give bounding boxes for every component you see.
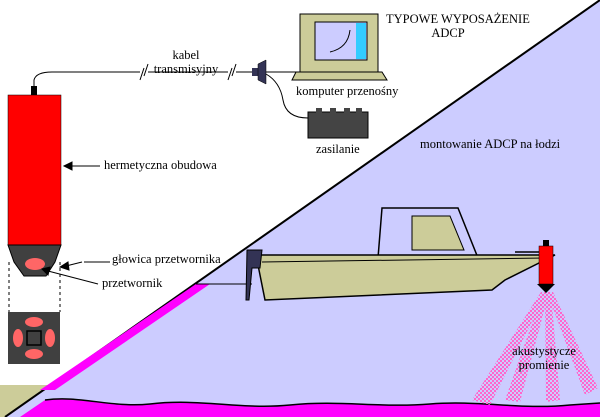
cable-connector — [252, 59, 267, 85]
beam-3 — [545, 292, 560, 402]
face-element-right — [45, 329, 55, 347]
title-line-1: TYPOWE WYPOSAŻENIE — [386, 12, 530, 26]
beams-label-line-2: promienie — [518, 358, 570, 373]
beam-4 — [547, 292, 598, 395]
boat-hull — [255, 254, 556, 301]
beams-label: akustystycze promienie — [502, 344, 586, 373]
laptop-screen-curve — [329, 29, 351, 53]
transducer-face-view — [8, 312, 60, 364]
beams-label-line-1: akustystycze — [512, 344, 576, 358]
title-label: TYPOWE WYPOSAŻENIE ADCP — [386, 12, 530, 41]
laptop-screen-bar — [356, 23, 366, 59]
boat-deck-line — [261, 257, 546, 263]
cable-label-line-1: kabel — [172, 48, 200, 62]
transducer-label: przetwornik — [102, 276, 163, 290]
boat-mount-label: montowanie ADCP na łodzi — [420, 137, 561, 151]
power-cable — [265, 73, 309, 119]
beam-2 — [505, 292, 549, 402]
transducer-head-label: głowica przetwornika — [112, 252, 221, 266]
boat-adcp-head — [537, 284, 555, 293]
face-element-bottom — [25, 349, 43, 359]
battery — [307, 108, 369, 139]
transmission-cable — [33, 63, 252, 86]
housing-label: hermetyczna obudowa — [104, 158, 217, 172]
face-center — [26, 330, 42, 346]
boat-adcp-top — [543, 240, 549, 246]
boat-adcp — [515, 240, 555, 293]
adcp-unit — [7, 86, 62, 312]
outboard-motor — [245, 249, 263, 301]
adcp-housing — [7, 94, 62, 246]
cable-label: kabel transmisyjny — [146, 48, 226, 77]
beam-1 — [472, 292, 547, 405]
transducer-element — [25, 258, 45, 270]
laptop-label: komputer przenośny — [296, 84, 399, 98]
boat-adcp-body — [538, 245, 554, 285]
acoustic-beams — [472, 292, 598, 405]
cable-break-2 — [227, 63, 237, 81]
boat — [245, 207, 556, 301]
seabed-line — [44, 398, 600, 408]
face-element-left — [13, 329, 23, 347]
laptop-base — [291, 71, 388, 81]
shore-slope — [40, 284, 210, 390]
cable-break-1 — [139, 63, 149, 81]
laptop — [291, 13, 388, 81]
label-arrows — [41, 161, 110, 285]
title-line-2: ADCP — [431, 26, 465, 41]
face-element-top — [25, 317, 43, 327]
cable-label-line-2: transmisyjny — [153, 62, 219, 77]
power-label: zasilanie — [316, 142, 360, 156]
cabin-window — [411, 215, 465, 251]
adcp-connector — [31, 86, 37, 96]
